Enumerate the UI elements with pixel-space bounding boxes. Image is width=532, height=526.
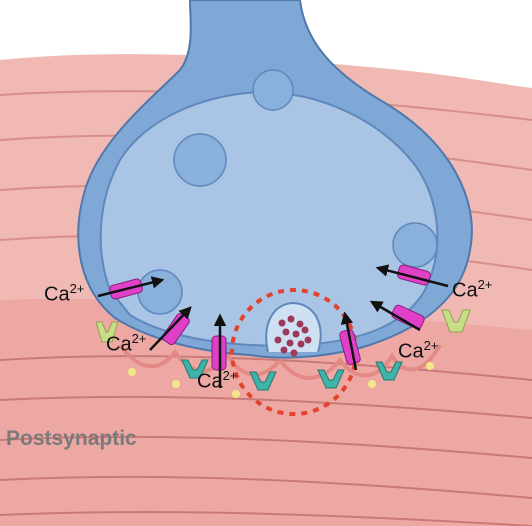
fusing-vesicle	[265, 301, 322, 353]
calcium-label: Ca2+	[452, 277, 493, 302]
postsynaptic-membrane	[118, 343, 442, 380]
postsynaptic-label: Postsynaptic	[6, 427, 137, 450]
synaptic-vesicle	[173, 133, 227, 187]
calcium-label: Ca2+	[398, 338, 439, 363]
calcium-label: Ca2+	[106, 331, 147, 356]
calcium-label: Ca2+	[197, 368, 238, 393]
calcium-label: Ca2+	[44, 281, 85, 306]
acetylcholine-receptors	[181, 359, 403, 391]
synaptic-vesicle	[392, 222, 438, 268]
calcium-influx-arrows	[97, 264, 449, 388]
neurotransmitter-molecules	[274, 315, 312, 357]
synaptic-vesicle	[137, 269, 183, 315]
synaptic-vesicle	[252, 69, 294, 111]
presynaptic-terminal	[77, 0, 473, 359]
yellow-receptors	[95, 309, 471, 398]
